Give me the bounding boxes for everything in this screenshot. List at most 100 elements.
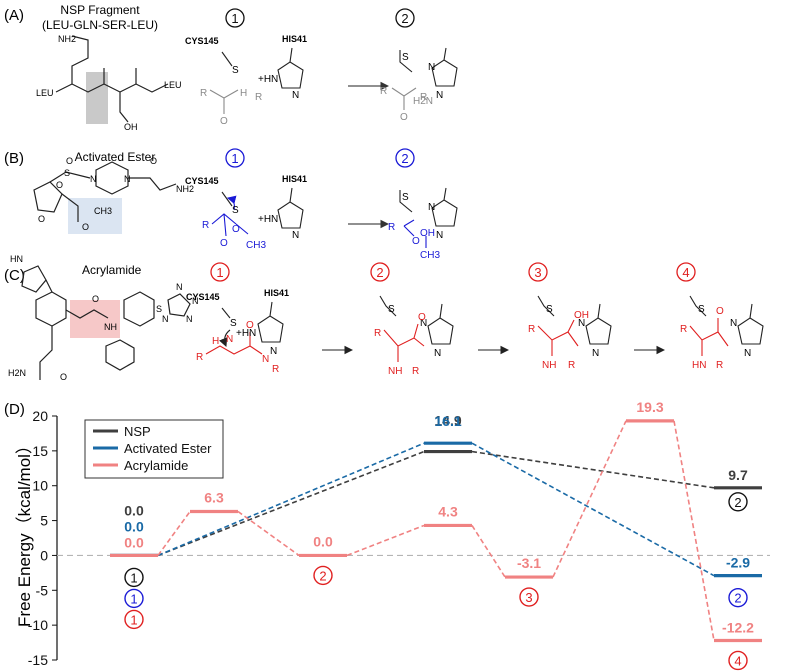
panel-b-n-2: N [428, 202, 435, 213]
y-tick-label: -15 [28, 652, 48, 668]
panel-c-s-3: S [546, 304, 553, 315]
panel-c-n-1: N [270, 346, 277, 357]
state-marker-number: 2 [319, 568, 326, 583]
panel-c-scheme: 1 2 3 4 CYS145 HIS41 [186, 262, 764, 377]
panel-b-ch3-2: CH3 [420, 250, 440, 261]
panel-c-o-1: O [246, 320, 254, 331]
panel-c-r-4: R [412, 366, 419, 377]
value-label: 14.9 [434, 413, 461, 429]
value-label: -2.9 [726, 555, 750, 571]
panel-c-r-2: R [272, 364, 279, 375]
state-marker: 2 [728, 492, 748, 512]
panel-b-ch3-1: CH3 [246, 240, 266, 251]
acryl-substituent-o-2: O [92, 294, 99, 304]
panel-c-r-8: R [716, 360, 723, 371]
ester-substituent-ch3: CH3 [94, 206, 112, 216]
connector-line [471, 450, 715, 489]
panel-a-hn: +HN [258, 74, 278, 85]
panel-c-letter: (C) [4, 267, 25, 284]
panel-c-s-1: S [230, 318, 237, 329]
nsp-substituent-leu-2: LEU [164, 80, 182, 90]
panel-a-s-2: S [402, 52, 409, 63]
panel-c-n-9: N [262, 354, 269, 365]
panel-b-his41: HIS41 [282, 174, 307, 184]
connector-line [157, 442, 425, 557]
nsp-substituent-nh2: NH2 [58, 34, 76, 44]
y-axis-label: Free Energy（kcal/mol） [15, 437, 34, 627]
value-label: 0.0 [124, 502, 144, 518]
state-marker-circle [519, 587, 539, 607]
state-marker: 1 [124, 588, 144, 609]
value-label: 19.3 [636, 399, 663, 415]
panel-c-r-3: R [374, 328, 381, 339]
state-marker-number: 1 [130, 570, 137, 585]
panel-c-n-4: N [578, 318, 585, 329]
panel-a-letter: (A) [4, 7, 24, 24]
value-label: 6.3 [204, 490, 224, 506]
acrylamide-structure [21, 265, 191, 380]
connector-line [471, 525, 506, 578]
state-marker: 3 [519, 587, 539, 607]
panel-c-state-3: 3 [534, 265, 541, 280]
state-marker: 1 [124, 609, 144, 630]
panel-c-r-7: R [680, 324, 687, 335]
panel-a-scheme: 1 2 CYS145 HIS41 S S +HN N N N [185, 8, 458, 127]
panel-c-n-8: N [226, 334, 233, 345]
state-marker-circle [124, 609, 144, 630]
state-marker-number: 4 [734, 653, 741, 668]
panel-b-o-2: O [232, 224, 240, 235]
connector-line [552, 420, 627, 578]
state-markers: 1 1 1 2 3 2 2 4 [124, 492, 748, 671]
connector-line [237, 510, 300, 557]
panel-a-caption: NSP Fragment [60, 3, 140, 17]
panel-b-o-1: O [220, 238, 228, 249]
panel-c-state-4: 4 [682, 265, 689, 280]
ester-substituent-o-2: O [56, 180, 63, 190]
panel-a-r-4: R [420, 92, 427, 103]
connector-line [346, 524, 425, 557]
panel-c-his41: HIS41 [264, 288, 289, 298]
state-marker-number: 3 [525, 590, 532, 605]
panel-a-n-3: N [436, 90, 443, 101]
panel-b-hn: +HN [258, 214, 278, 225]
panel-c-h: H [212, 336, 219, 347]
panel-d: (D) Free Energy（kcal/mol） -15-10-5051015… [4, 399, 770, 671]
value-label: 0.0 [124, 518, 144, 534]
state-marker-circle [728, 587, 748, 608]
ester-substituent-nh2: NH2 [176, 184, 194, 194]
acryl-substituent-o-1: O [60, 372, 67, 382]
nsp-substituent-oh: OH [124, 122, 138, 132]
panel-a-nh: H [240, 88, 247, 99]
panel-a-o-2: O [400, 112, 408, 123]
acryl-substituent-n-3: N [186, 314, 193, 324]
state-marker: 2 [728, 587, 748, 608]
panel-c-hn-plus: +HN [236, 328, 256, 339]
value-label: -12.2 [722, 619, 754, 635]
acryl-substituent-n-2: N [192, 296, 199, 306]
ester-substituent-o-3: O [38, 214, 45, 224]
panel-c-n-2: N [420, 318, 427, 329]
nsp-substituent-leu-1: LEU [36, 88, 54, 98]
y-tick-label: 15 [32, 443, 48, 459]
panel-b-o-3: O [412, 236, 420, 247]
panel-b-cys145: CYS145 [185, 176, 219, 186]
state-marker-number: 1 [130, 591, 137, 606]
y-tick-label: 0 [40, 547, 48, 563]
panel-a-cys145: CYS145 [185, 36, 219, 46]
y-tick-label: -5 [36, 582, 49, 598]
panel-b: (B) Activated Ester S N N O O O O O NH2 … [4, 148, 458, 261]
state-marker-circle [313, 565, 333, 586]
value-label: 16.1 [434, 413, 461, 429]
panel-b-r-2: R [388, 222, 395, 233]
nsp-structure [55, 35, 169, 124]
panel-a-r-1: R [200, 88, 207, 99]
state-marker: 1 [124, 567, 144, 588]
panel-c-hn: HN [692, 360, 706, 371]
state-marker-circle [728, 650, 748, 671]
series-acrylamide [110, 419, 762, 643]
acryl-substituent-nh: NH [104, 322, 117, 332]
legend-label: NSP [124, 424, 151, 439]
y-tick-label: 20 [32, 408, 48, 424]
state-marker: 4 [728, 650, 748, 671]
